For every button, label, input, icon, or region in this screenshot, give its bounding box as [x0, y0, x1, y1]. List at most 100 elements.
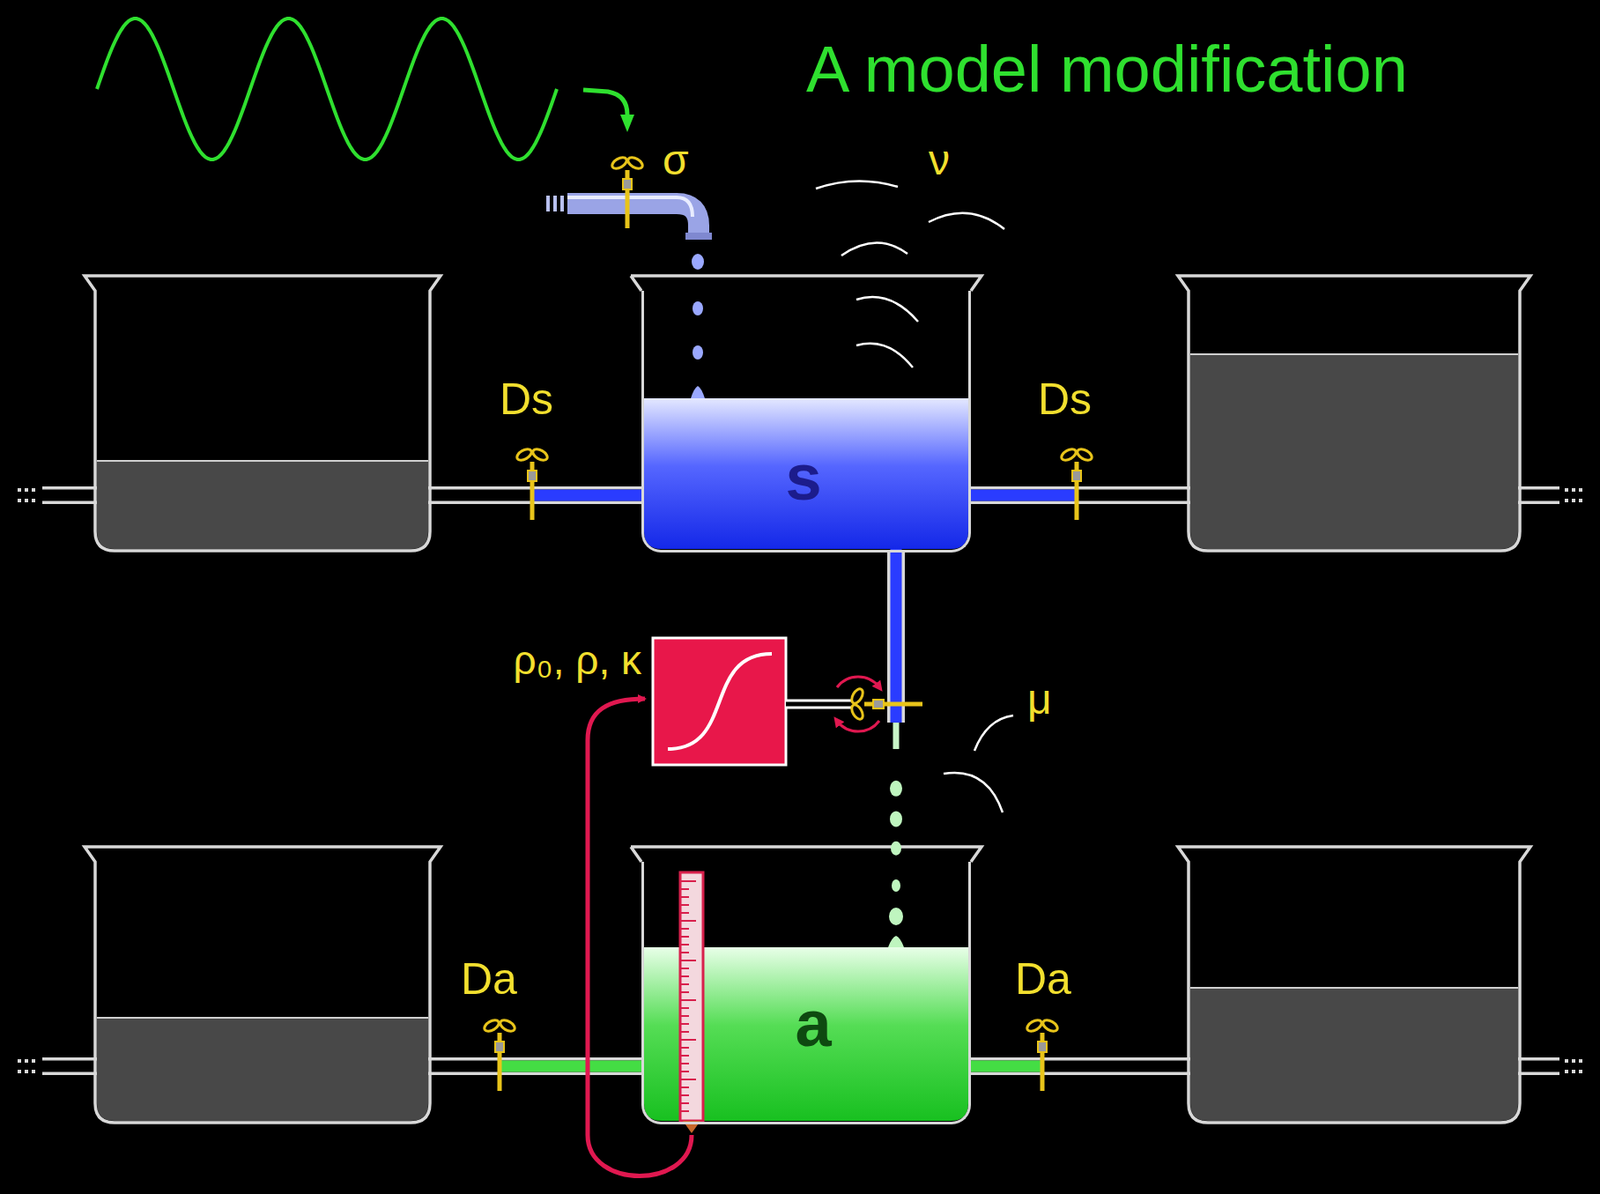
- thermometer-part-part: [681, 1070, 689, 1073]
- title-text: A model modification: [806, 37, 1408, 103]
- gray-beakers-part: [1190, 354, 1519, 549]
- drops-a-part: [891, 879, 901, 892]
- sigmoid-controller: [652, 637, 853, 765]
- drops-a-part: [888, 935, 904, 948]
- thermometer-part-part: [681, 1094, 689, 1097]
- rotation-arrows-part: [837, 676, 880, 688]
- evaporation-arcs-part: [974, 715, 1014, 751]
- thermometer-part-part: [681, 1102, 689, 1104]
- parameter-label: σ: [662, 139, 689, 182]
- thermometer-part-part: [681, 919, 697, 922]
- valves: [482, 446, 1095, 1091]
- faucet-part: [553, 195, 557, 212]
- beaker-node: a: [641, 861, 971, 1125]
- thermometer-part-part: [681, 999, 697, 1001]
- thermometer-part-part: [681, 896, 689, 898]
- flow-tube-part: [890, 548, 903, 723]
- thermometer-part-part: [681, 903, 689, 906]
- thermometer-part-part: [681, 1038, 697, 1041]
- thermometer-part: [681, 881, 697, 1112]
- faucet-part: [560, 195, 564, 212]
- parameter-label: Da: [1014, 956, 1072, 1001]
- thermometer-part-part: [681, 911, 689, 914]
- pipes-part-part: [19, 488, 34, 503]
- drops-a: [888, 879, 904, 948]
- pipes-part-part: [1566, 1059, 1581, 1074]
- faucet-part: [685, 232, 712, 240]
- gray-beakers-part: [1190, 986, 1519, 989]
- evaporation-arcs-part: [856, 343, 913, 368]
- flow-tube-part: [890, 841, 902, 856]
- signal-arrow: [583, 89, 628, 124]
- liquid-s: [630, 275, 982, 549]
- evaporation-arcs-part: [928, 213, 1005, 230]
- thermometer-part: [680, 872, 704, 1121]
- thermometer: [680, 872, 704, 1134]
- parameter-label: ρ₀, ρ, κ: [512, 639, 642, 681]
- flow-tube-part: [889, 780, 903, 797]
- rotation-arrows-part: [837, 720, 880, 732]
- sigmoid-controller-part: [785, 702, 853, 707]
- drops-s-part: [692, 345, 704, 360]
- thermometer-part-part: [681, 1062, 689, 1065]
- drops-a-part: [888, 907, 904, 926]
- thermometer-part-part: [681, 880, 697, 882]
- faucet-part: [546, 195, 550, 212]
- pipes-part-part: [1566, 488, 1581, 503]
- gray-beakers-part: [1190, 987, 1519, 1121]
- gray-beakers-part: [96, 459, 429, 462]
- liquid-a: [630, 846, 982, 1121]
- gray-beakers: [84, 275, 1531, 1123]
- thermometer-part-part: [681, 951, 689, 954]
- evaporation-arcs-part: [943, 772, 1003, 813]
- feedback-arrow: [587, 698, 692, 1177]
- thermometer-part-part: [681, 1007, 689, 1009]
- beaker-letter: a: [794, 991, 831, 1057]
- sine-wave: [96, 18, 557, 160]
- thermometer-part-part: [681, 1030, 689, 1033]
- sigmoid-controller-part: [652, 637, 786, 765]
- flow-tube-part: [889, 810, 903, 827]
- gray-beakers-part: [96, 1017, 429, 1121]
- thermometer-part-part: [681, 1086, 689, 1089]
- thermometer-part-part: [681, 983, 689, 986]
- sigmoid-controller-part: [667, 653, 772, 749]
- drops-s-part: [690, 385, 705, 399]
- parameter-label: μ: [1027, 678, 1052, 721]
- faucet-part: [567, 203, 699, 237]
- parameter-label: ν: [928, 139, 950, 182]
- thermometer-part-part: [681, 1046, 689, 1049]
- valves-part: [1025, 1017, 1060, 1091]
- thermometer-part-part: [681, 1110, 689, 1112]
- gray-beakers-part: [96, 460, 429, 549]
- beaker-node: s: [641, 290, 971, 553]
- faucet-part: [610, 155, 645, 229]
- valves-part: [482, 1017, 518, 1091]
- liquid-s-part: [644, 398, 969, 549]
- gray-beakers-part: [1190, 353, 1519, 356]
- parameter-label: Ds: [1037, 377, 1092, 422]
- gray-beakers-part: [84, 846, 441, 1123]
- valves-part: [515, 446, 550, 520]
- drops-s-part: [692, 301, 704, 316]
- liquid-s-part: [630, 275, 982, 291]
- liquid-a-part: [630, 846, 982, 862]
- thermometer-part-part: [681, 1014, 689, 1017]
- faucet-part: [567, 197, 693, 217]
- thermometer-part-part: [681, 935, 689, 938]
- sigmoid-controller-part: [785, 699, 853, 710]
- valves-part: [1059, 446, 1095, 520]
- evaporation-arcs-part: [841, 242, 908, 256]
- thermometer-part-part: [681, 927, 689, 930]
- thermometer-part-part: [681, 1078, 697, 1081]
- mu-valve: [849, 687, 923, 722]
- thermometer-part-part: [681, 888, 689, 890]
- thermometer-part-part: [681, 967, 689, 970]
- parameter-label: Ds: [499, 377, 554, 422]
- gray-beakers-part: [1177, 846, 1531, 1123]
- beaker-letter: s: [785, 444, 822, 511]
- thermometer-part-part: [681, 991, 689, 993]
- parameter-label: Da: [460, 956, 518, 1001]
- thermometer-part-part: [681, 975, 689, 978]
